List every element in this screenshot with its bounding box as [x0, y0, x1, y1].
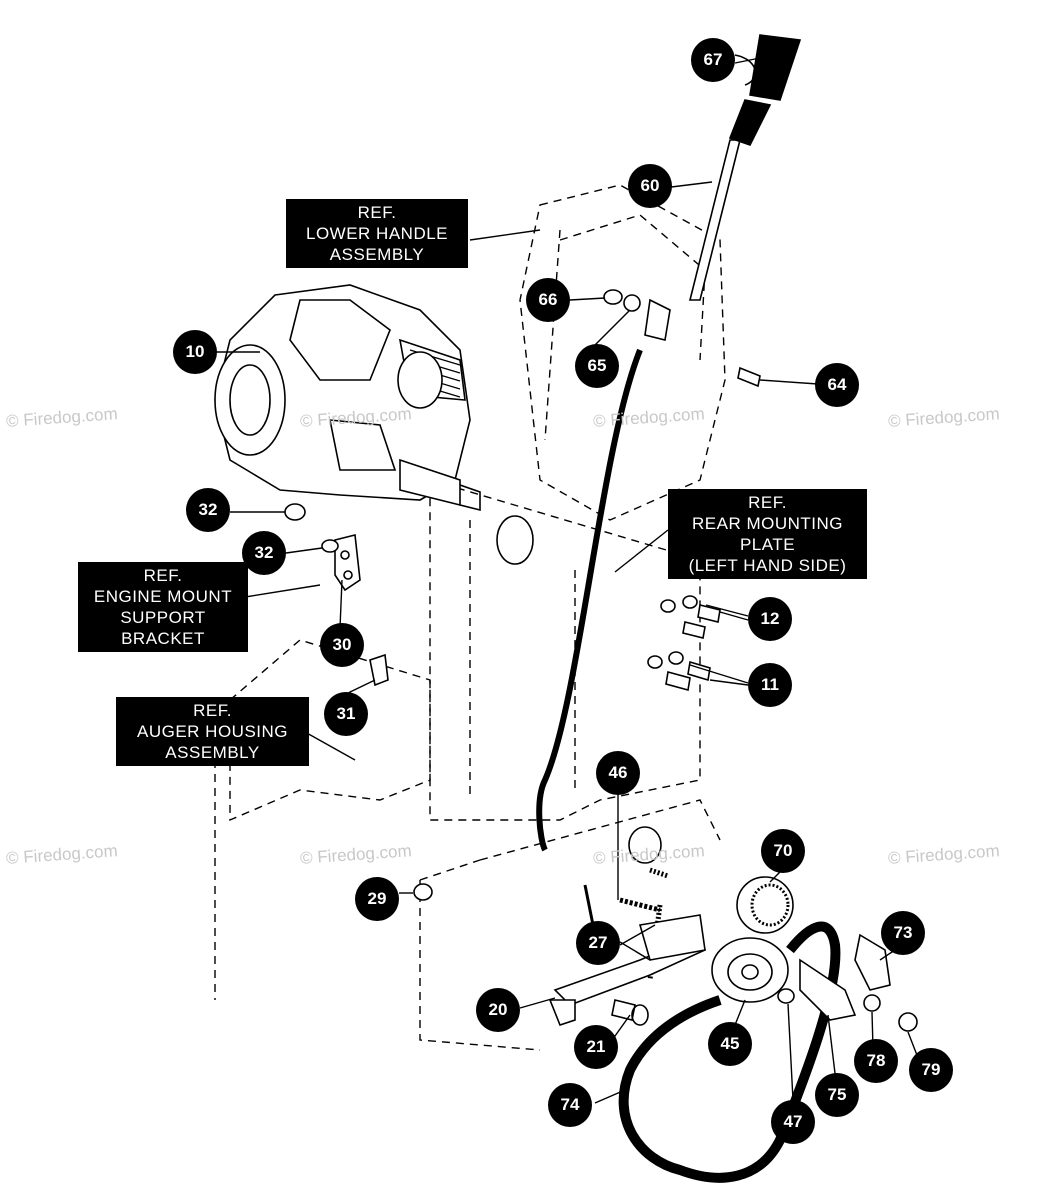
callout-66: 66 — [526, 278, 570, 322]
ref-line: REF. — [357, 203, 397, 222]
callout-78: 78 — [854, 1039, 898, 1083]
callout-11: 11 — [748, 663, 792, 707]
ref-line: PLATE — [739, 535, 796, 554]
callout-10: 10 — [173, 330, 217, 374]
callout-65: 65 — [575, 344, 619, 388]
ref-line: REF. — [193, 701, 232, 720]
screw-64 — [737, 366, 761, 388]
pulley-70 — [736, 876, 794, 934]
pulley-45 — [711, 937, 789, 1003]
bolt-73 — [854, 933, 891, 991]
engine-mount-bracket — [334, 534, 361, 592]
callout-47: 47 — [771, 1100, 815, 1144]
bracket-75 — [799, 958, 857, 1021]
control-rod — [688, 34, 802, 301]
callout-46: 46 — [596, 751, 640, 795]
nut-47 — [777, 988, 795, 1004]
rear-mounting-plate-outline — [429, 479, 701, 821]
spring — [619, 897, 661, 913]
callout-79: 79 — [909, 1048, 953, 1092]
washer-65 — [623, 294, 641, 312]
nut-32b — [321, 539, 339, 553]
ref-line: BRACKET — [121, 629, 205, 648]
callout-74: 74 — [548, 1083, 592, 1127]
control-cable — [536, 348, 643, 852]
ref-line: LOWER HANDLE — [305, 224, 449, 243]
bolts-11 — [647, 651, 711, 692]
callout-21: 21 — [574, 1025, 618, 1069]
engine-body — [214, 284, 481, 512]
callout-75: 75 — [815, 1073, 859, 1117]
bolts-12 — [660, 595, 721, 639]
ref-line: REF. — [143, 566, 183, 585]
nut-79 — [898, 1012, 918, 1032]
callout-32-a: 32 — [186, 488, 230, 532]
callout-64: 64 — [815, 363, 859, 407]
ref-line: (LEFT HAND SIDE) — [688, 556, 847, 575]
ref-line: ENGINE MOUNT — [93, 587, 233, 606]
ref-line: SUPPORT — [120, 608, 206, 627]
ref-line: ASSEMBLY — [329, 245, 425, 264]
callout-29: 29 — [355, 877, 399, 921]
ref-line: AUGER HOUSING — [136, 722, 289, 741]
ref-lower-handle-assembly: REF. LOWER HANDLE ASSEMBLY — [286, 199, 468, 268]
callout-60: 60 — [628, 164, 672, 208]
nut-66 — [603, 289, 623, 305]
ring-46 — [628, 826, 662, 864]
callout-67: 67 — [691, 38, 735, 82]
callout-12: 12 — [748, 597, 792, 641]
callout-32-b: 32 — [242, 531, 286, 575]
ref-line: ASSEMBLY — [165, 743, 260, 762]
nut-32a — [284, 503, 306, 521]
lower-handle-outline — [519, 184, 726, 521]
nut-29 — [413, 883, 433, 901]
ref-auger-housing-assembly: REF. AUGER HOUSING ASSEMBLY — [116, 697, 309, 766]
callout-73: 73 — [881, 911, 925, 955]
washer-78 — [863, 994, 881, 1012]
ref-line: REAR MOUNTING — [692, 514, 843, 533]
callout-20: 20 — [476, 988, 520, 1032]
ref-engine-mount-support-bracket: REF. ENGINE MOUNT SUPPORT BRACKET — [78, 562, 248, 652]
ref-rear-mounting-plate: REF. REAR MOUNTING PLATE (LEFT HAND SIDE… — [668, 489, 867, 579]
callout-31: 31 — [324, 692, 368, 736]
callout-70: 70 — [761, 829, 805, 873]
ref-line: REF. — [748, 493, 787, 512]
callout-30: 30 — [320, 623, 364, 667]
drive-belt — [618, 921, 841, 1183]
callout-27: 27 — [576, 921, 620, 965]
leader-lines — [207, 57, 921, 1104]
callout-45: 45 — [708, 1022, 752, 1066]
